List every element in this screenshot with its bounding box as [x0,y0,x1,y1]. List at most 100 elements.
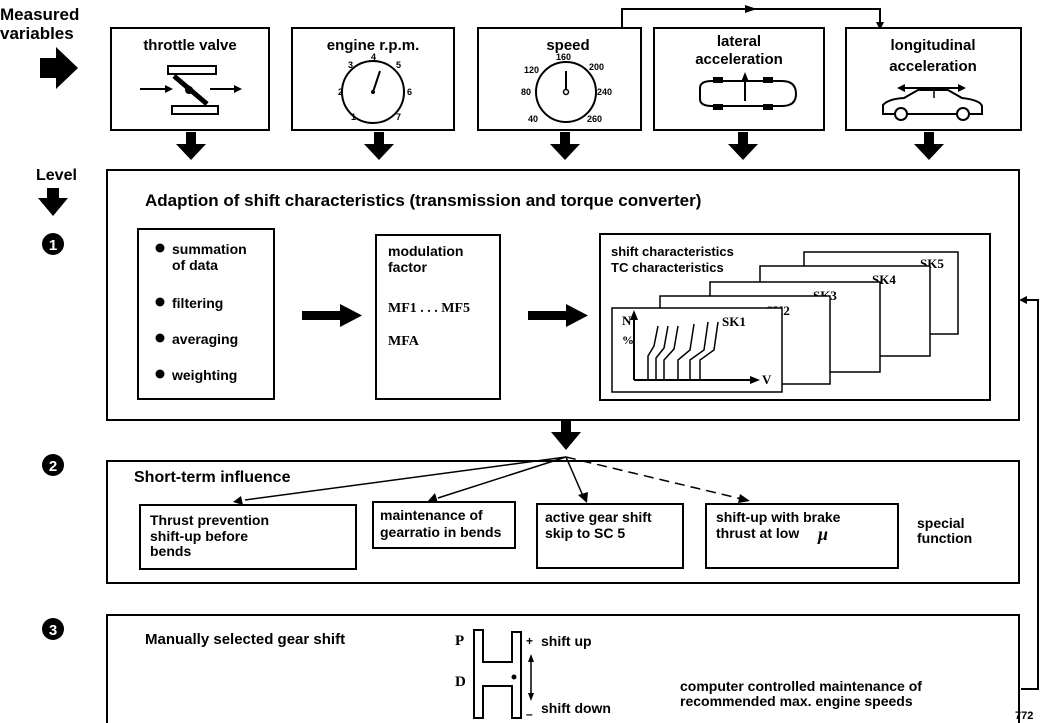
speed-tick: 160 [556,52,571,62]
sensor-label: acceleration [889,58,977,75]
sensor-lateral-acceleration: lateral acceleration [653,27,825,131]
level-3-number-badge: 3 [42,618,64,640]
bullet-text: filtering [172,295,223,311]
sensor-label: throttle valve [143,37,236,54]
sensor-label: lateral [717,33,761,50]
influence-text: active gear shift [545,509,652,525]
influence-text: bends [150,543,191,559]
level-2-title: Short-term influence [134,469,291,486]
level-1-number-badge: 1 [42,233,64,255]
influence-text: shift-up before [150,528,248,544]
influence-text: shift-up with brake [716,509,841,525]
influence-text: thrust at low [716,525,799,541]
shift-curve-plot: N % V [622,310,772,387]
data-processing-box: summation of data filtering averaging we… [137,228,275,400]
computer-controlled-note: recommended max. engine speeds [680,693,913,709]
fan-out-arrows [233,456,750,505]
shift-characteristics-box: shift characteristics TC characteristics… [599,233,991,401]
down-arrow-icon [364,132,394,160]
shift-down-label: shift down [541,700,611,716]
special-function-label: special [917,515,964,531]
speed-tick: 40 [528,114,538,124]
special-function-label: function [917,530,972,546]
sensor-longitudinal-acceleration: longitudinal acceleration [845,27,1022,131]
rpm-tick: 7 [396,112,401,122]
influence-text: gearratio in bends [380,524,502,540]
throttle-valve-icon [140,65,242,115]
measured-label-2: variables [0,24,74,43]
influence-box-shift-up-brake: shift-up with brake thrust at low μ [705,503,899,569]
speed-tick: 260 [587,114,602,124]
measured-arrow-icon [40,47,78,89]
level-label: Level [36,167,77,184]
influence-box-active-gear-shift: active gear shift skip to SC 5 [536,503,684,569]
rpm-tick: 3 [348,60,353,70]
car-top-view-icon [699,72,798,110]
level-1-to-2-arrow-icon [551,421,581,450]
down-arrow-icon [550,132,580,160]
sensor-down-arrows [176,132,944,160]
mu-symbol: μ [817,524,828,544]
modulation-title: factor [388,259,427,275]
bullet-text: averaging [172,331,238,347]
influence-text: maintenance of [380,507,483,523]
speed-tick: 120 [524,65,539,75]
rpm-tick: 4 [371,52,376,62]
bullet-text: summation [172,241,247,257]
speed-to-lateral-connector [621,5,884,30]
influence-box-thrust-prevention: Thrust prevention shift-up before bends [139,504,357,570]
right-arrow-icon [528,304,588,327]
bullet-icon [155,369,165,379]
sk-label: SK1 [722,314,746,329]
sensor-speed: speed 40 80 120 160 200 240 260 [477,27,642,131]
gate-d-label: D [455,674,466,690]
rpm-tick: 1 [351,112,356,122]
level-down-arrow-icon [38,188,68,216]
sc-title: shift characteristics [611,244,734,259]
modulation-values: MFA [388,334,420,349]
level-3-title: Manually selected gear shift [145,631,345,648]
modulation-title: modulation [388,243,463,259]
rpm-tick: 6 [407,87,412,97]
down-arrow-icon [914,132,944,160]
speed-tick: 240 [597,87,612,97]
influence-box-gear-ratio: maintenance of gearratio in bends [372,501,516,549]
svg-text:1: 1 [49,237,57,254]
svg-text:3: 3 [49,622,57,639]
influence-text: skip to SC 5 [545,525,625,541]
plus-sign: + [526,634,533,648]
speed-tick: 200 [589,62,604,72]
influence-text: Thrust prevention [150,512,269,528]
modulation-values: MF1 . . . MF5 [388,301,470,316]
right-arrow-icon [302,304,362,327]
rpm-tick: 5 [396,60,401,70]
axis-n-label: N [622,313,632,328]
down-arrow-icon [728,132,758,160]
sensor-label: longitudinal [891,37,976,54]
bullet-icon [155,333,165,343]
sc-title: TC characteristics [611,260,724,275]
axis-pct-label: % [622,333,634,347]
bullet-text: weighting [171,367,237,383]
shift-up-label: shift up [541,633,592,649]
level-1-title: Adaption of shift characteristics (trans… [145,191,701,210]
modulation-factor-box: modulation factor MF1 . . . MF5 MFA [375,234,501,400]
gear-gate-icon: P D + – [455,629,534,721]
measured-label-1: Measured [0,5,79,24]
speed-tick: 80 [521,87,531,97]
sensor-label: speed [546,37,589,54]
rpm-tick: 2 [338,87,343,97]
bullet-icon [155,297,165,307]
level-3-box [106,614,1020,723]
level-2-number-badge: 2 [42,454,64,476]
rpm-gauge-icon: 1 2 3 4 5 6 7 [338,52,412,124]
gate-p-label: P [455,633,464,649]
figure-number: 772 [1015,710,1033,722]
sensor-throttle-valve: throttle valve [110,27,270,131]
computer-controlled-note: computer controlled maintenance of [680,678,922,694]
speedometer-icon: 40 80 120 160 200 240 260 [521,52,612,124]
down-arrow-icon [176,132,206,160]
axis-v-label: V [762,372,772,387]
bullet-icon [155,243,165,253]
sensor-label: acceleration [695,51,783,68]
